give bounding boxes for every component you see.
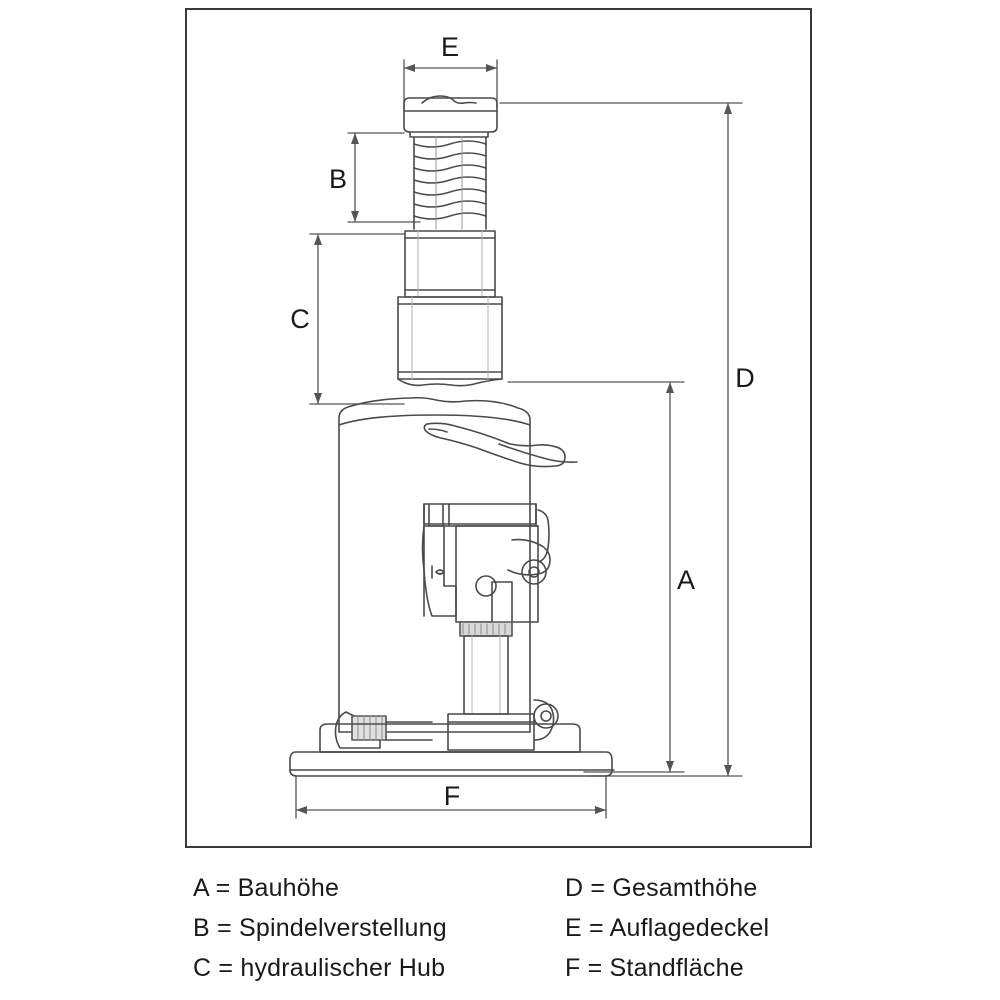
legend-item-c: C = hydraulischer Hub bbox=[193, 954, 446, 982]
legend-item-a: A = Bauhöhe bbox=[193, 874, 340, 902]
legend-item-d: D = Gesamthöhe bbox=[565, 874, 758, 902]
drawing-frame bbox=[185, 8, 812, 848]
legend-item-b: B = Spindelverstellung bbox=[193, 914, 447, 942]
legend: A = Bauhöhe B = Spindelverstellung C = h… bbox=[185, 868, 825, 988]
legend-item-e: E = Auflagedeckel bbox=[565, 914, 770, 942]
legend-column-right: D = Gesamthöhe E = Auflagedeckel F = Sta… bbox=[565, 868, 769, 988]
legend-item-f: F = Standfläche bbox=[565, 954, 744, 982]
legend-column-left: A = Bauhöhe B = Spindelverstellung C = h… bbox=[193, 868, 447, 988]
